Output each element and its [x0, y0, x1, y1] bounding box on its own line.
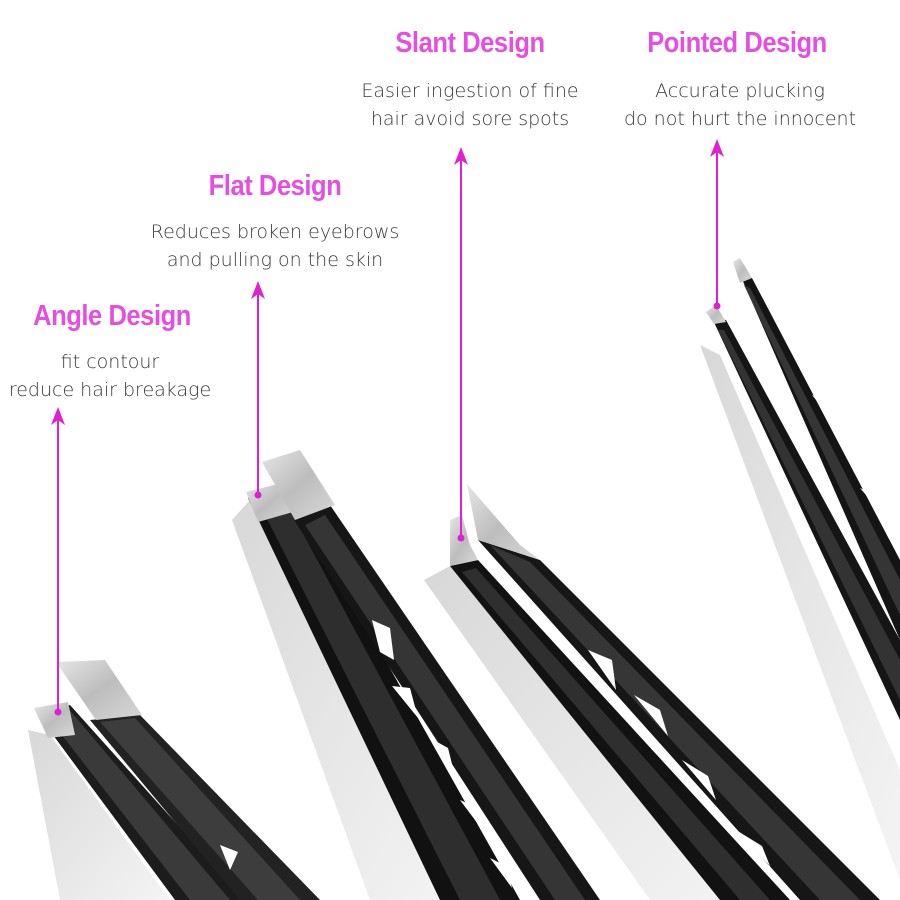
pointed-tweezer: [700, 258, 900, 880]
callout-desc-line: reduce hair breakage: [8, 379, 212, 401]
angle-tweezer: [28, 660, 320, 900]
arrow-angle: [51, 407, 65, 716]
callout-desc-line: fit contour: [60, 351, 160, 373]
arrow-flat: [251, 281, 265, 499]
callout-desc-line: Reduces broken eyebrows: [150, 221, 400, 243]
flat-tweezer: [232, 450, 600, 900]
callout-desc-line: Accurate plucking: [655, 80, 825, 102]
callout-desc-line: and pulling on the skin: [166, 249, 384, 271]
shadow: [700, 345, 900, 880]
arrow-slant: [454, 147, 468, 542]
callout-arrows: [51, 139, 724, 716]
callout-title-angle: Angle Design: [33, 300, 191, 332]
callout-desc-angle: fit contour reduce hair breakage: [0, 348, 220, 404]
callout-desc-slant: Easier ingestion of fine hair avoid sore…: [350, 77, 590, 133]
callout-title-pointed: Pointed Design: [647, 27, 827, 59]
callout-title-slant: Slant Design: [395, 27, 545, 59]
callout-desc-line: hair avoid sore spots: [370, 108, 570, 130]
callout-desc-line: do not hurt the innocent: [623, 108, 857, 130]
arrow-pointed: [710, 139, 724, 310]
slant-tweezer: [424, 484, 880, 900]
shadow: [28, 730, 170, 900]
callout-title-flat: Flat Design: [208, 170, 342, 202]
callout-desc-line: Easier ingestion of fine: [361, 80, 579, 102]
callout-desc-flat: Reduces broken eyebrows and pulling on t…: [130, 218, 420, 274]
callout-desc-pointed: Accurate plucking do not hurt the innoce…: [610, 77, 870, 133]
